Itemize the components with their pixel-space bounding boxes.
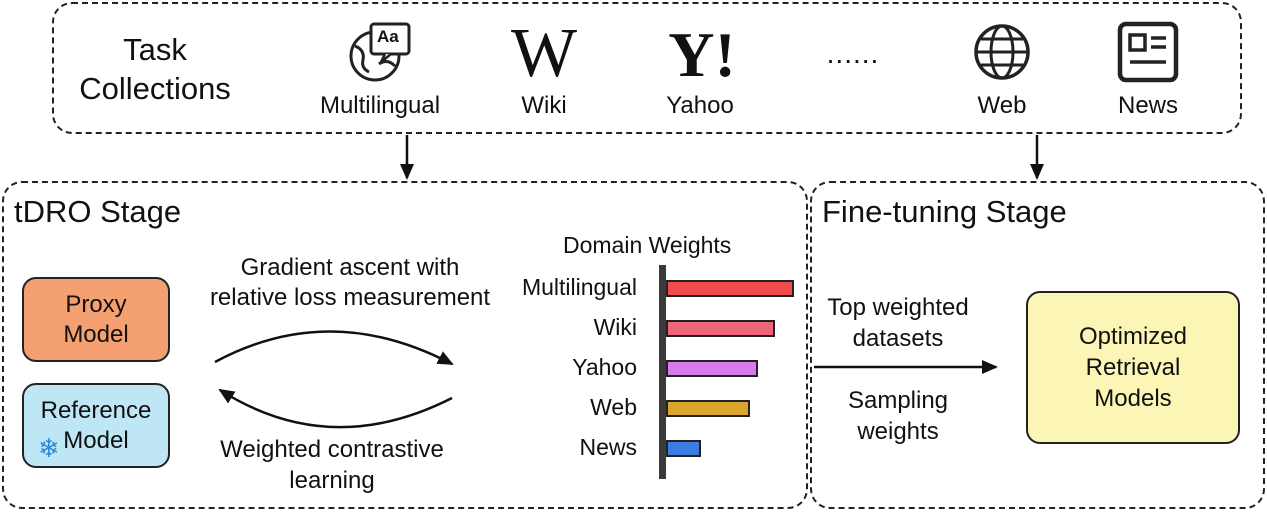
- domain-weight-label: Wiki: [593, 314, 637, 340]
- task-collections-title: Task Collections: [60, 30, 250, 108]
- proxy-model-line2: Model: [63, 320, 129, 348]
- domain-weight-bar: [666, 320, 775, 337]
- globe-icon: [972, 22, 1032, 82]
- wikipedia-logo-icon: W: [510, 15, 578, 92]
- reference-model-line1: Reference: [40, 396, 152, 424]
- domain-weight-bar: [666, 280, 794, 297]
- gradient-ascent-label-line2: relative loss measurement: [209, 284, 491, 311]
- newspaper-icon: [1116, 20, 1180, 84]
- aa-glyph: Aa: [377, 27, 399, 46]
- collection-label-multilingual: Multilingual: [319, 92, 441, 119]
- optimized-models-line3: Models: [1094, 385, 1172, 412]
- domain-weight-bar: [666, 360, 758, 377]
- ellipsis: ......: [826, 38, 880, 69]
- task-collections-title-line1: Task: [123, 32, 187, 67]
- collection-label-wiki: Wiki: [521, 92, 567, 119]
- contrastive-learning-label-line1: Weighted contrastive: [220, 436, 444, 463]
- collection-label-web: Web: [977, 92, 1027, 119]
- contrastive-learning-label-line2: learning: [289, 467, 375, 494]
- contrastive-learning-label: Weighted contrastive learning: [192, 434, 472, 496]
- snowflake-icon: ❄: [38, 433, 60, 463]
- tdro-stage-box: [2, 181, 808, 509]
- gradient-ascent-label-line1: Gradient ascent with: [240, 254, 460, 281]
- gradient-ascent-label: Gradient ascent with relative loss measu…: [200, 253, 500, 313]
- task-collections-title-line2: Collections: [79, 71, 231, 106]
- domain-weight-label: Multilingual: [521, 274, 637, 300]
- domain-weights-title: Domain Weights: [563, 232, 732, 258]
- domain-weight-bar: [666, 400, 750, 417]
- domain-weight-label: Web: [590, 394, 637, 420]
- sampling-weights-label-line1: Sampling: [847, 387, 949, 414]
- reference-model-box: Reference Model: [22, 383, 170, 468]
- top-weighted-label-line2: datasets: [852, 325, 944, 352]
- domain-weight-bar: [666, 440, 701, 457]
- proxy-model-line1: Proxy: [65, 290, 127, 318]
- collection-label-news: News: [1117, 92, 1178, 119]
- sampling-weights-label: Sampling weights: [808, 385, 988, 447]
- finetune-stage-box: [810, 181, 1265, 509]
- reference-model-line2: Model: [63, 426, 129, 454]
- sampling-weights-label-line2: weights: [857, 418, 939, 445]
- top-weighted-label: Top weighted datasets: [808, 292, 988, 354]
- domain-weight-label: News: [579, 434, 637, 460]
- top-weighted-label-line1: Top weighted: [827, 294, 969, 321]
- domain-weight-label: Yahoo: [572, 354, 637, 380]
- domain-weights-axis: [659, 265, 666, 479]
- finetune-stage-title: Fine-tuning Stage: [822, 194, 1067, 229]
- yahoo-logo-icon: Y!: [668, 19, 736, 90]
- task-collections-box: [52, 2, 1242, 134]
- optimized-models-line2: Retrieval: [1085, 354, 1181, 381]
- proxy-model-box: Proxy Model: [22, 277, 170, 362]
- multilingual-icon: Aa: [345, 20, 413, 82]
- optimized-retrieval-models-box: Optimized Retrieval Models: [1026, 291, 1240, 444]
- optimized-models-line1: Optimized: [1078, 323, 1188, 350]
- tdro-stage-title: tDRO Stage: [14, 194, 182, 229]
- collection-label-yahoo: Yahoo: [666, 92, 734, 119]
